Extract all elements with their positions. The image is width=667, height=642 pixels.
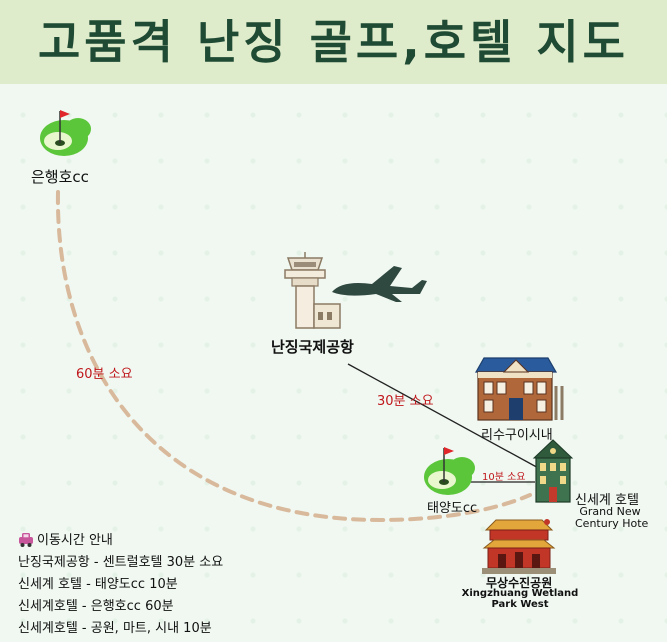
blue-house-icon: [474, 357, 564, 421]
control-tower-icon: [284, 252, 341, 329]
hotel-building-icon: [532, 439, 574, 503]
route-label-30: 30분 소요: [377, 394, 434, 409]
airport-label: 난징국제공항: [271, 338, 354, 356]
park-label-en: Xingzhuang Wetland Park West: [461, 588, 579, 610]
airplane-icon: [332, 266, 427, 302]
golf-green-icon: [40, 110, 91, 156]
legend-header: 이동시간 안내: [37, 533, 113, 548]
golf-green-icon: [424, 447, 475, 495]
hotel-label-en: Grand New Century Hote: [575, 505, 649, 530]
legend-item: 신세계호텔 - 공원, 마트, 시내 10분: [18, 621, 212, 636]
page-title: 고품격 난징 골프,호텔 지도: [37, 15, 630, 69]
hotel-label-ko: 신세계 호텔: [575, 493, 639, 508]
title-banner: [0, 0, 667, 84]
travel-time-legend: 이동시간 안내 난징국제공항 - 센트럴호텔 30분 소요 신세계 호텔 - 태…: [18, 530, 223, 640]
eunhaengho-cc-label: 은행호cc: [31, 168, 89, 186]
taeyangdo-cc-label: 태양도cc: [427, 501, 478, 516]
route-label-10: 10분 소요: [482, 472, 526, 483]
legend-item: 난징국제공항 - 센트럴호텔 30분 소요: [18, 555, 224, 570]
legend-item: 신세계호텔 - 은행호cc 60분: [18, 599, 174, 614]
route-airport-hotel: [347, 363, 543, 471]
palace-gate-icon: [482, 519, 556, 574]
lishui-label: 리수구이시내: [481, 428, 553, 443]
park-label-ko: 무상수진공원: [486, 576, 553, 590]
route-label-60: 60분 소요: [76, 367, 133, 382]
legend-item: 신세계 호텔 - 태양도cc 10분: [18, 577, 178, 592]
route-eunhaengho-hotel: [55, 190, 532, 523]
car-icon: [19, 533, 33, 547]
